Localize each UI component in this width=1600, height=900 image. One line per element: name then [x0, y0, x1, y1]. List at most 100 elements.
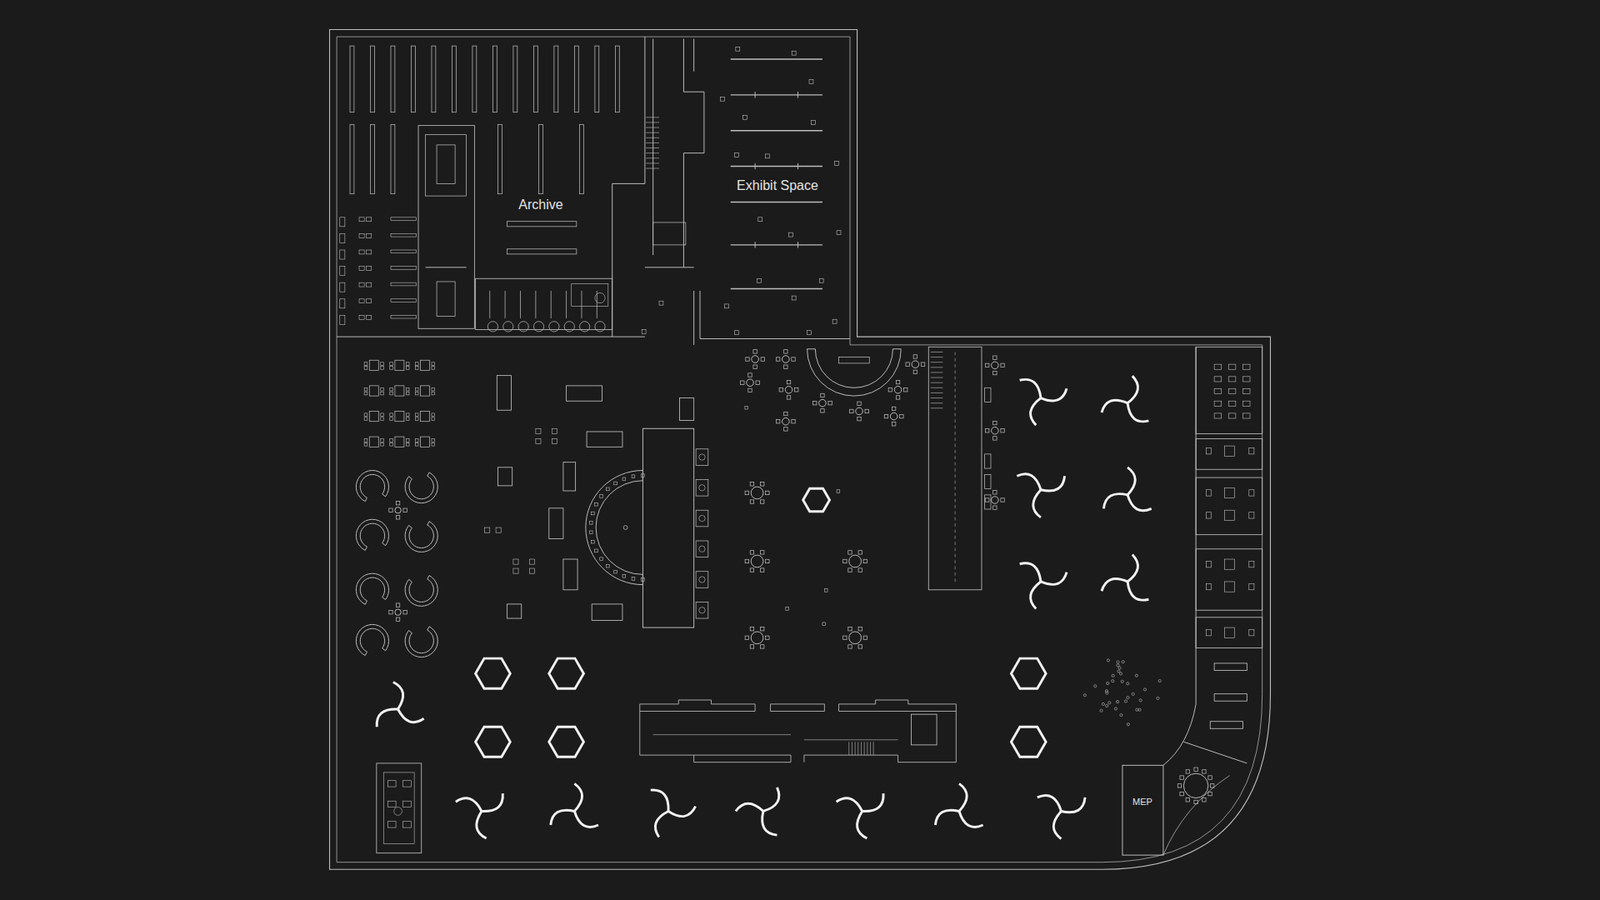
- chair: [405, 366, 410, 370]
- counter-seat: [695, 449, 709, 466]
- wall-line: [930, 366, 944, 368]
- chair: [405, 362, 410, 366]
- wall-line: [797, 241, 799, 248]
- wall-line: [645, 162, 660, 164]
- round-table: [890, 412, 898, 420]
- chair: [750, 550, 754, 555]
- seat: [600, 557, 604, 561]
- lounge-furniture: [680, 398, 695, 421]
- desk: [1214, 389, 1222, 395]
- c-seating: [405, 626, 438, 658]
- table: [436, 145, 455, 185]
- chair: [1210, 784, 1214, 788]
- chair: [1249, 448, 1255, 455]
- chair: [359, 233, 365, 238]
- trefoil-seat: [1127, 375, 1138, 404]
- chair: [753, 350, 757, 354]
- trefoil-seat: [1101, 579, 1128, 592]
- trefoil-seat: [574, 810, 599, 827]
- chair: [359, 266, 365, 271]
- chair: [513, 568, 519, 574]
- seat: [595, 502, 599, 506]
- visitor-mark: [785, 607, 790, 611]
- trefoil-seat: [959, 783, 967, 811]
- wall-line: [683, 39, 685, 93]
- chair: [748, 388, 752, 392]
- speaker-mark: [623, 525, 628, 530]
- office-room: [1195, 439, 1263, 470]
- trefoil-seat: [455, 798, 482, 812]
- display-panel: [985, 495, 991, 510]
- chair: [791, 357, 795, 361]
- wall-line: [693, 39, 695, 72]
- standing-mark: [1156, 696, 1160, 700]
- seat: [641, 474, 645, 478]
- office-room: [1195, 346, 1263, 434]
- visitor-mark: [735, 46, 740, 51]
- elevator: [910, 714, 937, 745]
- trefoil-seat: [836, 798, 863, 812]
- standing-mark: [1114, 707, 1117, 710]
- chair: [431, 413, 435, 417]
- trefoil-seat: [1101, 400, 1128, 413]
- chair: [403, 610, 407, 614]
- round-table: [819, 399, 827, 407]
- chair: [366, 299, 372, 304]
- visitor-mark: [735, 330, 740, 335]
- chair: [1208, 791, 1212, 795]
- chair: [580, 321, 590, 332]
- trefoil-seat: [1016, 474, 1041, 490]
- trefoil-seat: [1103, 494, 1128, 510]
- wall-line: [955, 351, 956, 582]
- trefoil-seat: [393, 681, 404, 710]
- chair: [765, 559, 770, 563]
- wall-line: [644, 36, 645, 184]
- chair: [380, 366, 385, 370]
- hexagon-pod: [1010, 726, 1046, 757]
- shelf: [431, 45, 436, 113]
- desk: [1214, 400, 1222, 406]
- chair: [1177, 784, 1181, 788]
- table: [395, 410, 405, 421]
- desk: [340, 217, 345, 227]
- wall-line: [645, 127, 660, 129]
- c-seating: [355, 519, 389, 550]
- desk: [340, 250, 345, 260]
- desk: [1214, 376, 1222, 382]
- wall-line: [645, 157, 660, 159]
- chair: [848, 568, 852, 572]
- chair: [760, 500, 764, 504]
- wall-line: [855, 741, 856, 755]
- shelf: [492, 45, 497, 113]
- hexagon-pod: [803, 488, 830, 512]
- seat: [600, 495, 604, 499]
- visitor-mark: [757, 278, 762, 283]
- chair: [1180, 775, 1184, 780]
- chair: [920, 362, 925, 366]
- standing-mark: [1120, 680, 1124, 683]
- trefoil-seat: [1040, 475, 1065, 491]
- wall-line: [873, 741, 875, 755]
- shelf: [539, 124, 544, 194]
- wall-line: [860, 741, 862, 755]
- wall-line: [645, 147, 660, 149]
- c-seating: [355, 573, 389, 605]
- chair: [366, 315, 372, 320]
- desk: [1242, 389, 1250, 395]
- chair: [1249, 490, 1255, 496]
- chair: [390, 391, 394, 395]
- wall-line: [645, 121, 660, 123]
- trefoil-seat: [1030, 581, 1041, 610]
- chair: [993, 490, 997, 495]
- shelf: [507, 249, 577, 255]
- shelf: [595, 45, 600, 113]
- lounge-furniture: [498, 467, 513, 486]
- standing-mark: [1126, 723, 1130, 726]
- visitor-mark: [822, 622, 826, 626]
- standing-mark: [1135, 708, 1139, 711]
- chair: [848, 550, 852, 555]
- trefoil-seat: [1127, 403, 1149, 422]
- visitor-mark: [720, 96, 725, 101]
- chair: [387, 800, 396, 807]
- carrel-row: [475, 278, 613, 330]
